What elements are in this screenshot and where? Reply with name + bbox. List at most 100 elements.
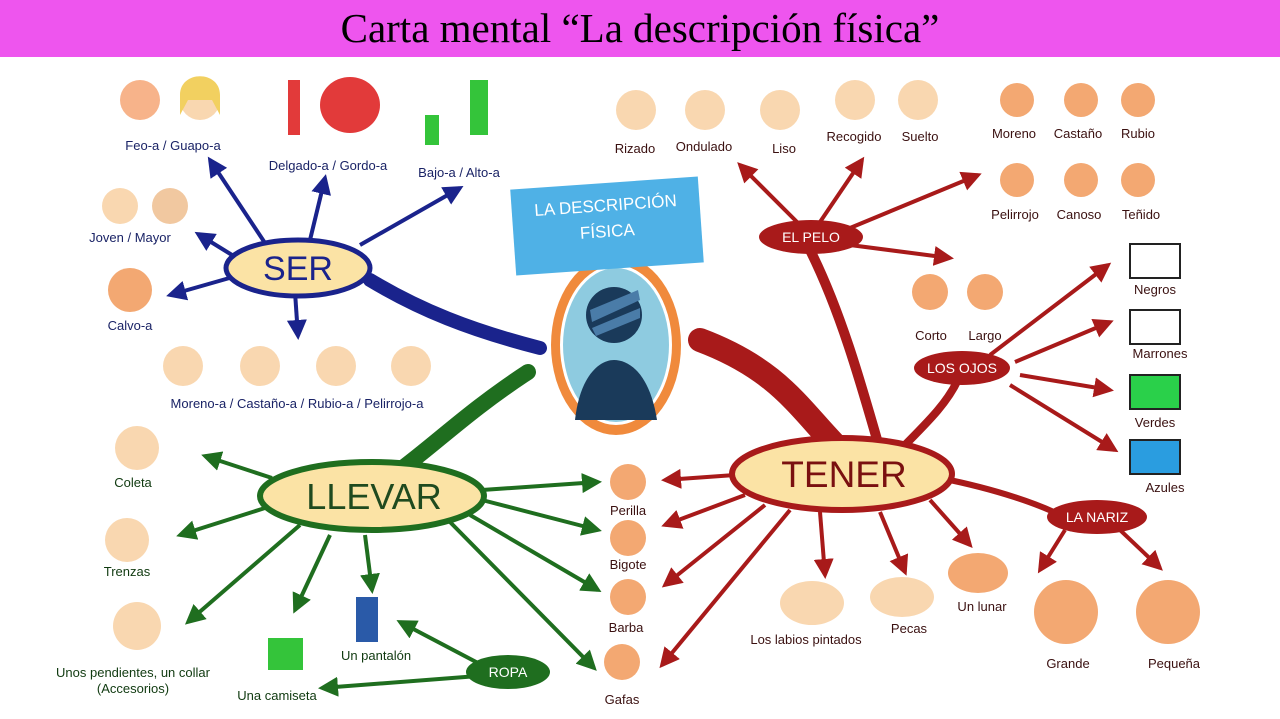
pelo-arrow-rizado (737, 162, 802, 227)
earrings-face-icon (113, 602, 161, 650)
node-tener: TENER (729, 435, 955, 513)
tener-arrow-pecas (878, 511, 909, 576)
node-el-pelo: EL PELO (759, 220, 863, 254)
thin-person-icon (288, 80, 300, 135)
small-nose-face-icon (1136, 580, 1200, 644)
ser-main-branch (363, 273, 547, 355)
svg-text:TENER: TENER (781, 454, 906, 495)
llevar-main-branch (392, 364, 536, 478)
moustache-face-icon (610, 520, 646, 556)
llevar-faces (105, 426, 378, 670)
label-labios-pintados: Los labios pintados (750, 632, 862, 647)
dark-hair-icon (1000, 83, 1034, 117)
label-accesorios: (Accesorios) (96, 681, 170, 696)
ojos-arrow-marrones (1014, 318, 1114, 364)
goatee-face-icon (610, 464, 646, 500)
svg-text:EL PELO: EL PELO (782, 229, 840, 245)
grey-hair-icon (1064, 163, 1098, 197)
tener-arrow-labios (813, 511, 834, 579)
short-person-icon (425, 115, 439, 145)
tshirt-icon (268, 638, 303, 670)
label-bigote: Bigote (609, 557, 647, 572)
label-largo: Largo (968, 328, 1002, 343)
label-azules: Azules (1145, 480, 1185, 495)
label-rubio: Rubio (1121, 126, 1155, 141)
braids-face-icon (105, 518, 149, 562)
svg-text:LA NARIZ: LA NARIZ (1066, 509, 1129, 525)
label-trenzas: Trenzas (103, 564, 151, 579)
loose-hair-icon (898, 80, 938, 120)
ser-faces (102, 76, 488, 386)
ojos-arrow-azules (1008, 383, 1119, 453)
label-una-camiseta: Una camiseta (237, 688, 317, 703)
ponytail-face-icon (115, 426, 159, 470)
glasses-face-icon (604, 644, 640, 680)
label-barba: Barba (608, 620, 644, 635)
short-hair-icon (912, 274, 948, 310)
blue-eyes-icon (1129, 439, 1181, 475)
fat-person-icon (320, 77, 380, 133)
label-delgado-gordo: Delgado-a / Gordo-a (268, 158, 388, 173)
label-un-pantalon: Un pantalón (340, 648, 412, 663)
pelo-arrow-largo (849, 243, 954, 266)
label-joven-mayor: Joven / Mayor (89, 230, 171, 245)
llevar-arrow-perilla (481, 473, 602, 494)
center-title-box: LA DESCRIPCIÓN FÍSICA (510, 176, 704, 276)
brown-eyes-icon (1129, 309, 1181, 345)
llevar-arrow-trenzas (176, 506, 266, 540)
label-corto: Corto (915, 328, 947, 343)
label-gafas: Gafas (604, 692, 640, 707)
label-un-lunar: Un lunar (957, 599, 1007, 614)
curly-hair-icon (616, 90, 656, 130)
llevar-arrow-barba (468, 513, 602, 593)
label-calvo: Calvo-a (107, 318, 153, 333)
node-la-nariz: LA NARIZ (1047, 500, 1147, 534)
node-los-ojos: LOS OJOS (914, 351, 1010, 385)
ropa-arrow-pantalon (396, 620, 479, 665)
brown-hair-icon (1064, 83, 1098, 117)
ugly-face-icon (120, 80, 160, 120)
brown-hair-face-icon (240, 346, 280, 386)
center-portrait (551, 255, 681, 435)
beard-face-icon (610, 579, 646, 615)
label-bajo-alto: Bajo-a / Alto-a (418, 165, 500, 180)
ser-arrow-bajo (359, 186, 464, 247)
label-recogido: Recogido (826, 129, 882, 144)
trousers-icon (356, 597, 378, 642)
label-castano: Castaño (1053, 126, 1103, 141)
nariz-arrow-pequena (1118, 528, 1163, 571)
mole-icon (948, 553, 1008, 593)
ojos-arrow-verdes (1019, 373, 1114, 398)
red-hair-icon (1000, 163, 1034, 197)
label-canoso: Canoso (1056, 207, 1102, 222)
llevar-arrow-pendientes (184, 523, 302, 625)
label-moreno-pelirrojo: Moreno-a / Castaño-a / Rubio-a / Pelirro… (170, 396, 424, 411)
tener-main-branch (688, 328, 852, 462)
llevar-arrow-gafas (448, 520, 597, 671)
label-moreno: Moreno (991, 126, 1037, 141)
title-bar: Carta mental “La descripción física” (0, 0, 1280, 57)
node-llevar: LLEVAR (257, 459, 487, 533)
dark-hair-face-icon (163, 346, 203, 386)
green-eyes-icon (1129, 374, 1181, 410)
tener-faces (604, 464, 1200, 680)
label-pecas: Pecas (890, 621, 928, 636)
dyed-hair-icon (1121, 163, 1155, 197)
ser-arrow-moreno (286, 291, 307, 340)
blond-hair-icon (1121, 83, 1155, 117)
straight-hair-icon (760, 90, 800, 130)
tener-arrow-lunar (928, 498, 973, 548)
svg-text:ROPA: ROPA (489, 664, 528, 680)
ser-arrow-delgado (308, 174, 331, 241)
young-face-icon (102, 188, 138, 224)
label-tenido: Teñido (1121, 207, 1161, 222)
wavy-hair-icon (685, 90, 725, 130)
tener-arrow-barba (661, 503, 767, 588)
long-hair-icon (967, 274, 1003, 310)
nariz-arrow-grande (1037, 528, 1067, 574)
svg-text:LOS OJOS: LOS OJOS (927, 360, 997, 376)
lips-icon (780, 581, 844, 625)
bald-face-icon (108, 268, 152, 312)
mind-map: SER TENER LLEVAR EL PELO LOS OJOS LA NAR… (102, 76, 1200, 697)
label-marrones: Marrones (1132, 346, 1188, 361)
